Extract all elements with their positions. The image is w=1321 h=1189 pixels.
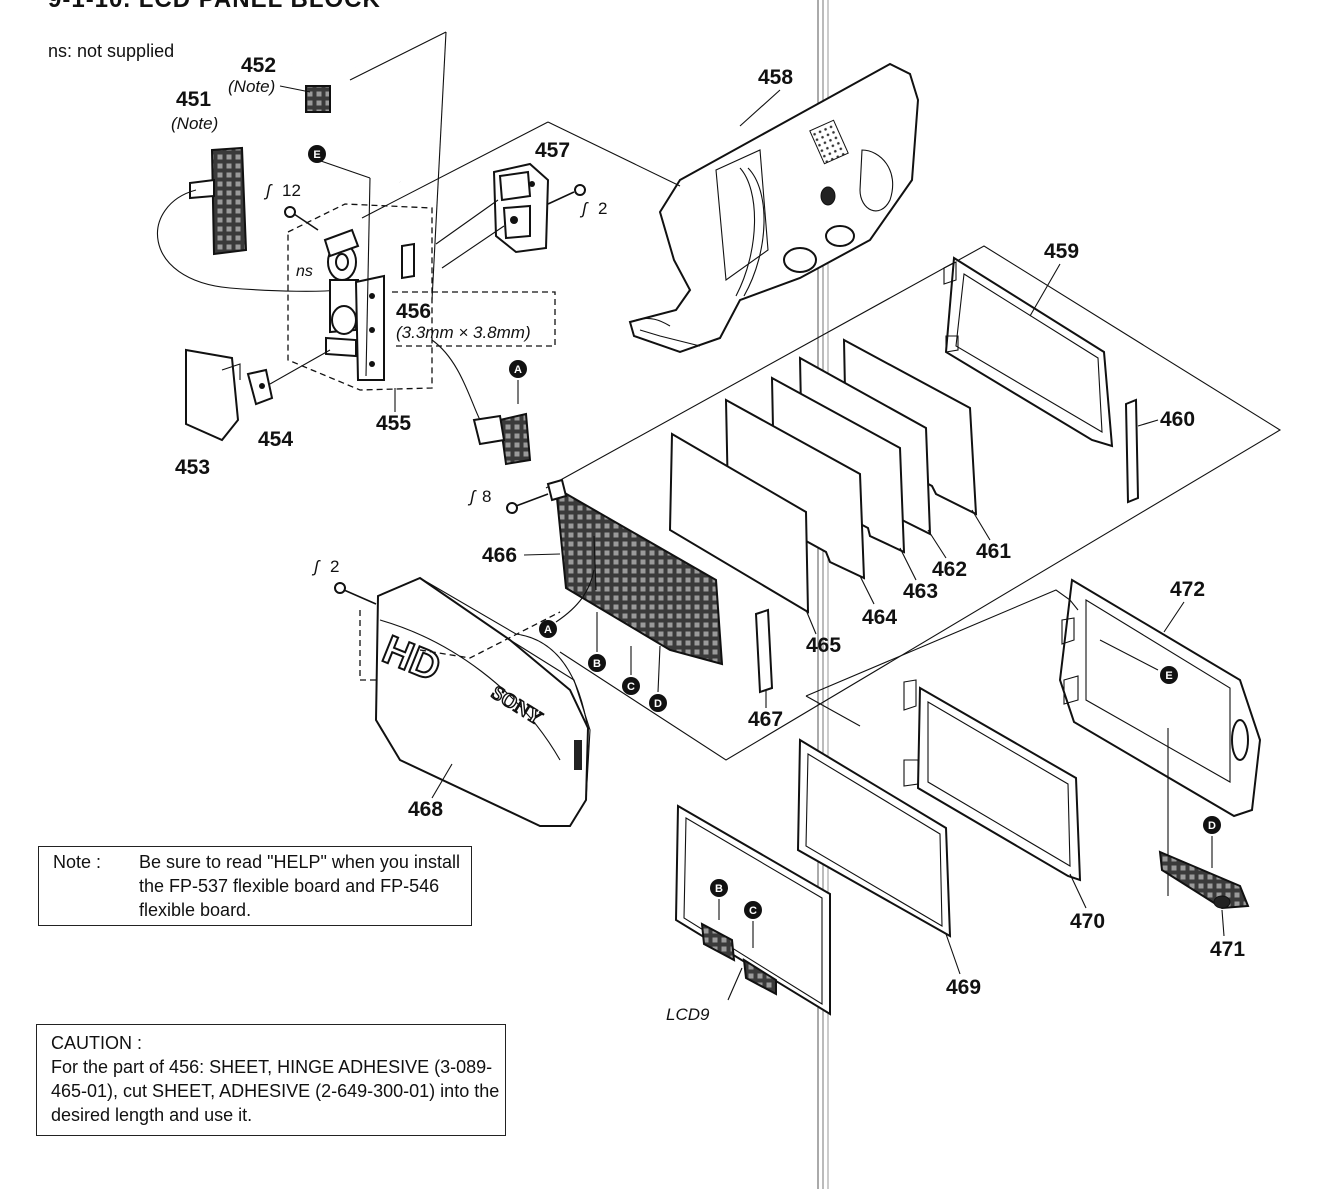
lcd-stack-outline xyxy=(545,245,1282,761)
screw-size-2a: 2 xyxy=(598,199,607,218)
label-460: 460 xyxy=(1160,408,1195,431)
label-467: 467 xyxy=(748,708,783,731)
connector-c-marker-icon: C xyxy=(622,646,640,695)
part-466-pcb xyxy=(546,478,724,666)
part-467-strip xyxy=(754,608,774,694)
hinge-flex-connector xyxy=(431,339,532,466)
page-title: 9-1-10. LCD PANEL BLOCK xyxy=(48,0,381,14)
screw-icon xyxy=(334,582,377,605)
note-heading: Note : xyxy=(53,852,102,872)
label-470: 470 xyxy=(1070,910,1105,933)
part-469-frame xyxy=(796,738,952,938)
part-454-clip xyxy=(246,368,274,406)
part-457-bracket xyxy=(492,162,550,254)
svg-text:C: C xyxy=(627,681,635,693)
connector-b-marker-icon: B xyxy=(710,879,728,920)
part-456-callout-box xyxy=(392,291,556,347)
connector-c-marker-icon: C xyxy=(744,901,762,948)
svg-text:D: D xyxy=(1208,820,1216,832)
label-471: 471 xyxy=(1210,938,1245,961)
label-456-size: (3.3mm × 3.8mm) xyxy=(396,323,531,342)
caution-box: CAUTION : For the part of 456: SHEET, HI… xyxy=(36,1024,506,1136)
screw-s-glyph: ʃ xyxy=(263,181,273,200)
label-464: 464 xyxy=(862,606,897,629)
screw-s-glyph: ʃ xyxy=(311,557,321,576)
caution-body: For the part of 456: SHEET, HINGE ADHESI… xyxy=(51,1057,500,1125)
label-455: 455 xyxy=(376,412,411,435)
label-466: 466 xyxy=(482,544,517,567)
connector-d-marker-icon: D xyxy=(649,645,667,712)
label-462: 462 xyxy=(932,558,967,581)
connector-a-marker-icon: A xyxy=(509,360,527,404)
hinge-sub-assembly-boundary xyxy=(287,203,433,391)
svg-text:B: B xyxy=(715,883,723,895)
label-452-note: (Note) xyxy=(228,77,275,96)
label-472: 472 xyxy=(1170,578,1205,601)
label-ns: ns xyxy=(296,263,313,280)
svg-text:A: A xyxy=(544,624,552,636)
part-453-cover xyxy=(185,348,241,442)
label-458: 458 xyxy=(758,66,793,89)
connector-a-marker-icon: A xyxy=(539,569,595,638)
note-box: Note : Be sure to read "HELP" when you i… xyxy=(38,846,472,926)
svg-text:E: E xyxy=(313,149,320,161)
label-463: 463 xyxy=(903,580,938,603)
screw-icon xyxy=(547,184,586,205)
part-460-strip xyxy=(1124,398,1140,504)
part-472-front-frame xyxy=(1058,578,1262,818)
label-456: 456 xyxy=(396,300,431,323)
label-457: 457 xyxy=(535,139,570,162)
caution-heading: CAUTION : xyxy=(51,1033,143,1053)
screw-size-8: 8 xyxy=(482,487,491,506)
screw-s-glyph: ʃ xyxy=(467,487,477,506)
label-461: 461 xyxy=(976,540,1011,563)
label-451: 451 xyxy=(176,88,211,111)
label-452: 452 xyxy=(241,54,276,77)
screw-size-2b: 2 xyxy=(330,557,339,576)
label-465: 465 xyxy=(806,634,841,657)
part-470-frame xyxy=(903,679,1082,882)
part-456-sheet xyxy=(401,242,415,280)
screw-icon xyxy=(506,493,549,514)
screw-icon xyxy=(284,206,319,231)
label-459: 459 xyxy=(1044,240,1079,263)
part-471-flex xyxy=(1158,850,1250,910)
part-468-rear-cover xyxy=(374,576,591,827)
part-459-metal-frame xyxy=(943,256,1114,448)
svg-text:B: B xyxy=(593,658,601,670)
label-454: 454 xyxy=(258,428,293,451)
part-452-flex-cable xyxy=(291,62,402,183)
connector-e-marker-icon: E xyxy=(1099,639,1178,684)
svg-text:E: E xyxy=(1165,670,1172,682)
connector-e-marker-icon: E xyxy=(308,145,326,163)
note-body: Be sure to read "HELP" when you install … xyxy=(139,852,460,920)
svg-text:D: D xyxy=(654,698,662,710)
connector-b-marker-icon: B xyxy=(588,612,606,672)
label-451-note: (Note) xyxy=(171,114,218,133)
screw-s-glyph: ʃ xyxy=(579,199,589,218)
label-lcd9: LCD9 xyxy=(666,1005,710,1024)
part-465-sheet xyxy=(668,432,810,614)
svg-text:A: A xyxy=(514,364,522,376)
part-455-hinge xyxy=(323,228,385,381)
not-supplied-note: ns: not supplied xyxy=(48,41,175,61)
part-451-flex-board xyxy=(157,146,341,292)
label-469: 469 xyxy=(946,976,981,999)
part-458-panel-frame xyxy=(628,62,920,354)
svg-text:C: C xyxy=(749,905,757,917)
label-453: 453 xyxy=(175,456,210,479)
screw-size-12: 12 xyxy=(282,181,301,200)
connector-d-marker-icon: D xyxy=(1203,816,1221,868)
label-468: 468 xyxy=(408,798,443,821)
